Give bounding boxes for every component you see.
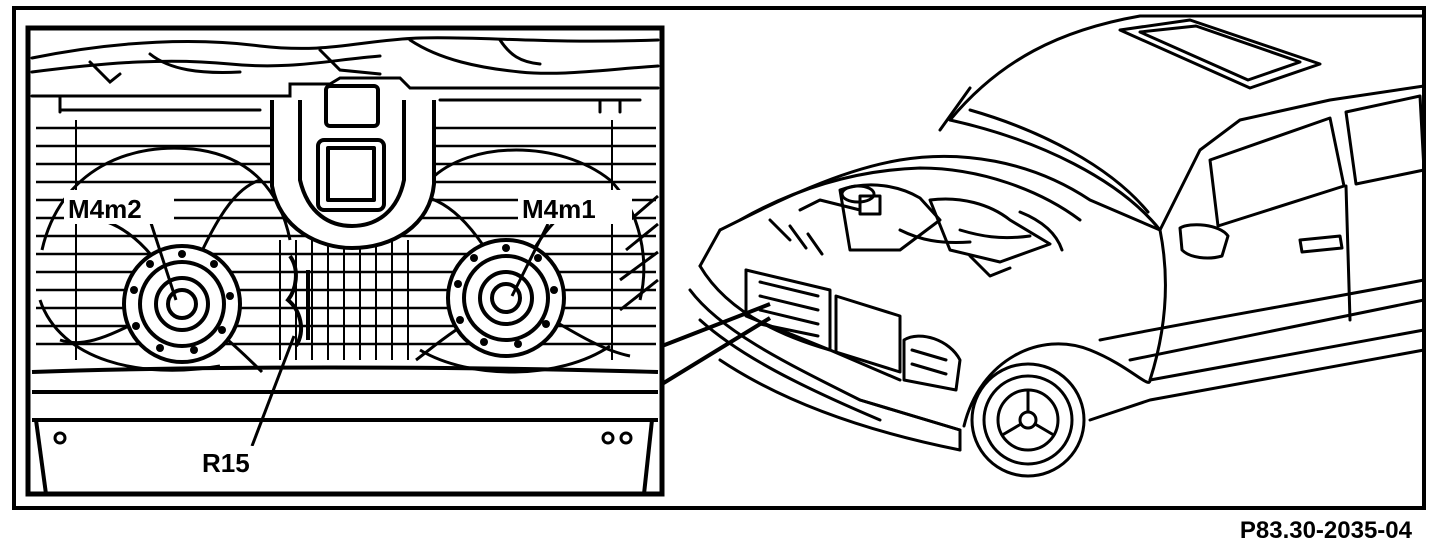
leader-resistor bbox=[250, 335, 296, 447]
label-m4m2: M4m2 bbox=[68, 194, 142, 224]
outer-frame bbox=[12, 6, 1426, 510]
callout-wedge bbox=[660, 302, 772, 386]
leader-left-fan bbox=[148, 219, 178, 301]
leader-right-fan bbox=[510, 223, 550, 297]
detail-inset: M4m2 M4m1 R15 bbox=[25, 25, 665, 497]
label-r15: R15 bbox=[202, 448, 250, 478]
fan-motor-left bbox=[122, 244, 242, 364]
figure-reference: P83.30-2035-04 bbox=[1240, 517, 1413, 544]
car-illustration bbox=[688, 14, 1426, 478]
label-m4m1: M4m1 bbox=[522, 194, 596, 224]
fan-motor-right bbox=[446, 238, 566, 358]
